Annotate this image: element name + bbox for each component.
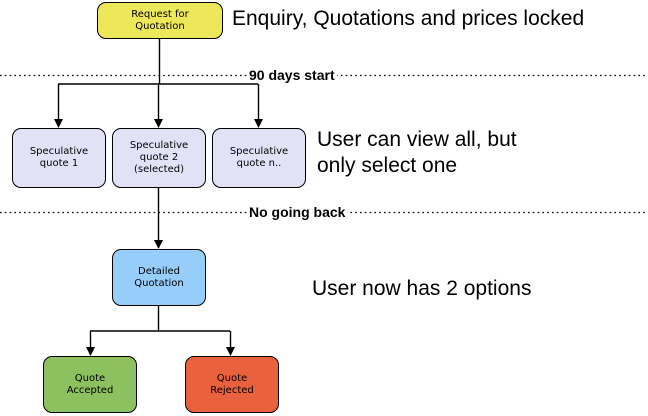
annotation-two-options: User now has 2 options [312, 277, 532, 300]
node-detailed-quotation[interactable]: Detailed Quotation [112, 249, 206, 306]
node-label: Quote Rejected [210, 372, 254, 396]
node-label: Request for Quotation [131, 8, 189, 32]
node-quote-accepted[interactable]: Quote Accepted [43, 356, 137, 413]
node-speculative-quote-2[interactable]: Speculative quote 2 (selected) [112, 128, 206, 188]
node-request-for-quotation[interactable]: Request for Quotation [97, 2, 223, 39]
node-label: Detailed Quotation [134, 265, 184, 289]
node-label: Quote Accepted [66, 372, 114, 396]
annotation-view-all: User can view all, but only select one [317, 128, 517, 177]
node-speculative-quote-1[interactable]: Speculative quote 1 [12, 128, 106, 188]
annotation-enquiry: Enquiry, Quotations and prices locked [232, 7, 585, 30]
node-quote-rejected[interactable]: Quote Rejected [185, 356, 279, 413]
node-label: Speculative quote n.. [229, 146, 289, 169]
divider-label-90-days: 90 days start [247, 67, 337, 83]
node-label: Speculative quote 1 [29, 146, 89, 169]
node-label: Speculative quote 2 (selected) [129, 140, 189, 175]
divider-label-no-going-back: No going back [247, 204, 348, 220]
node-speculative-quote-n[interactable]: Speculative quote n.. [212, 128, 306, 188]
